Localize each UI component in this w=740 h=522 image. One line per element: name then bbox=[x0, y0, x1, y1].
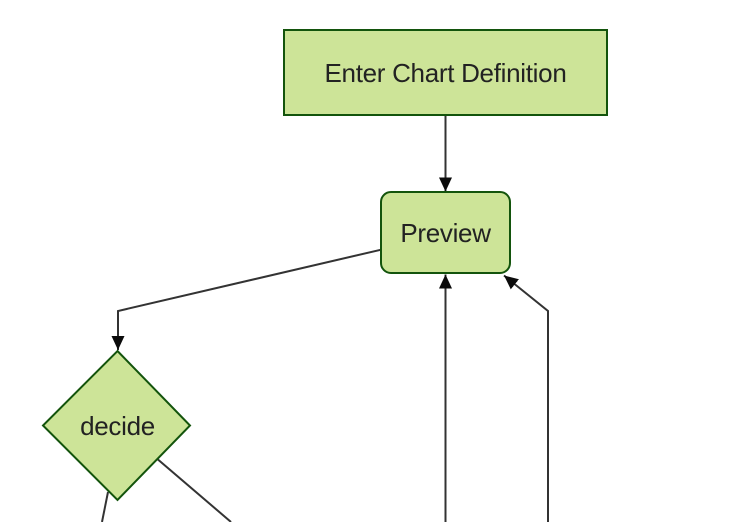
edges-layer bbox=[101, 115, 549, 522]
node-preview: Preview bbox=[380, 191, 511, 274]
edge-preview-to-decide bbox=[111, 248, 385, 350]
edge-decide-to-below-right bbox=[154, 456, 232, 522]
enter-chart-definition-rect bbox=[283, 29, 608, 116]
edge-below-right-to-preview bbox=[503, 274, 549, 522]
decide-label: decide bbox=[80, 411, 155, 441]
node-decide: decide bbox=[41, 349, 192, 502]
enter-chart-definition-label: Enter Chart Definition bbox=[325, 58, 567, 88]
node-enter-chart-definition: Enter Chart Definition bbox=[283, 29, 608, 116]
edge-decide-to-below-left bbox=[101, 491, 109, 522]
decide-diamond bbox=[41, 349, 192, 502]
preview-rect bbox=[380, 191, 511, 274]
nodes-layer: Enter Chart Definition Preview decide bbox=[41, 29, 608, 502]
preview-label: Preview bbox=[400, 218, 491, 248]
